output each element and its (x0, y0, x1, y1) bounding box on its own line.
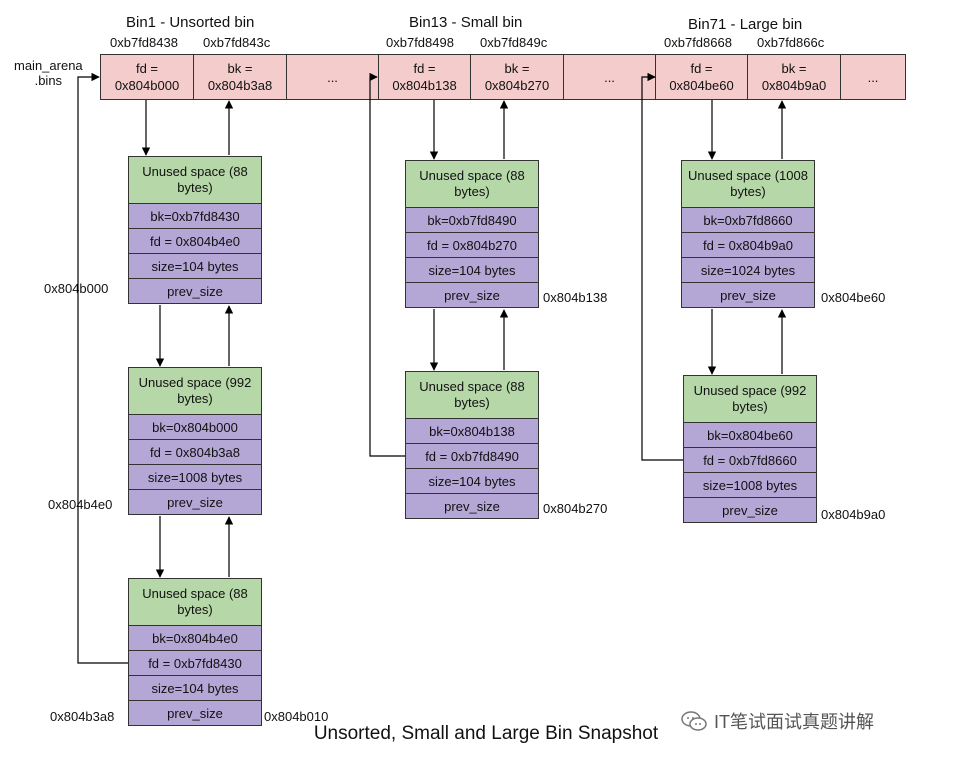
fd-field: fd = 0x804b4e0 (128, 229, 262, 254)
fd-field: fd = 0x804b9a0 (681, 233, 815, 258)
chunk-box: Unused space (88 bytes) bk=0x804b4e0 fd … (128, 578, 262, 726)
bin-cell: fd = 0x804b138 (378, 54, 470, 100)
prev-size-field: prev_size (683, 498, 817, 523)
chunk-address-label: 0x804b138 (543, 290, 608, 305)
bin-cell: ... (840, 54, 906, 100)
chunk-address-label: 0x804b3a8 (50, 709, 115, 724)
chunk-address-label: 0x804b4e0 (48, 497, 113, 512)
chunk-address-label: 0x804b9a0 (821, 507, 886, 522)
main-arena-bins-row: fd = 0x804b000 bk = 0x804b3a8 ... fd = 0x80… (100, 54, 906, 100)
size-field: size=104 bytes (405, 258, 539, 283)
unused-space-cell: Unused space (88 bytes) (405, 371, 539, 419)
bin-addr: 0xb7fd8668 (664, 35, 732, 50)
size-field: size=104 bytes (128, 676, 262, 701)
bk-field: bk=0x804be60 (683, 423, 817, 448)
fd-wrap-arrow (77, 72, 128, 664)
bin-cell-bottom: 0x804b138 (392, 78, 457, 93)
bk-field: bk=0x804b138 (405, 419, 539, 444)
bin-cell: bk = 0x804b9a0 (747, 54, 840, 100)
size-field: size=104 bytes (405, 469, 539, 494)
bin-cell: ... (563, 54, 655, 100)
bin-addr: 0xb7fd8438 (110, 35, 178, 50)
size-field: size=1008 bytes (128, 465, 262, 490)
fd-wrap-arrow (641, 72, 683, 461)
chunk-box: Unused space (88 bytes) bk=0xb7fd8430 fd… (128, 156, 262, 304)
bin71-title: Bin71 - Large bin (688, 16, 803, 33)
bin-addr: 0xb7fd843c (203, 35, 271, 50)
bin-addr: 0xb7fd866c (757, 35, 825, 50)
prev-size-field: prev_size (681, 283, 815, 308)
size-field: size=1024 bytes (681, 258, 815, 283)
prev-size-field: prev_size (405, 283, 539, 308)
bin13-title: Bin13 - Small bin (409, 14, 523, 31)
chat-bubbles-icon (681, 711, 707, 731)
bin-addr: 0xb7fd8498 (386, 35, 454, 50)
watermark-text: IT笔试面试真题讲解 (714, 712, 874, 732)
unused-space-cell: Unused space (88 bytes) (405, 160, 539, 208)
bin-cell-bottom: 0x804b270 (484, 78, 550, 93)
fd-wrap-arrow (369, 72, 405, 457)
bin-cell-top: bk = (781, 61, 807, 76)
bin1-title: Bin1 - Unsorted bin (126, 14, 255, 31)
bin-cell-top: fd = (413, 61, 436, 76)
bin-cell-top: bk = (227, 61, 253, 76)
chunk-box: Unused space (1008 bytes) bk=0xb7fd8660 … (681, 160, 815, 308)
chunk-box: Unused space (88 bytes) bk=0x804b138 fd … (405, 371, 539, 519)
bin-cell: fd = 0x804b000 (100, 54, 193, 100)
unused-space-cell: Unused space (1008 bytes) (681, 160, 815, 208)
diagram-caption: Unsorted, Small and Large Bin Snapshot (313, 723, 659, 744)
chunk-box: Unused space (992 bytes) bk=0x804be60 fd… (683, 375, 817, 523)
chunk-address-label: 0x804b270 (543, 501, 608, 516)
bin-cell-top: ... (604, 69, 615, 85)
bk-field: bk=0x804b4e0 (128, 626, 262, 651)
prev-size-field: prev_size (405, 494, 539, 519)
bin-cell: bk = 0x804b270 (470, 54, 563, 100)
fd-field: fd = 0x804b3a8 (128, 440, 262, 465)
bin-cell-top: ... (867, 69, 879, 85)
unused-space-cell: Unused space (992 bytes) (683, 375, 817, 423)
fd-field: fd = 0xb7fd8490 (405, 444, 539, 469)
size-field: size=1008 bytes (683, 473, 817, 498)
bin-cell: bk = 0x804b3a8 (193, 54, 286, 100)
prev-size-field: prev_size (128, 701, 262, 726)
bin-cell-bottom: 0x804b9a0 (761, 78, 827, 93)
unused-space-cell: Unused space (88 bytes) (128, 156, 262, 204)
fd-field: fd = 0xb7fd8660 (683, 448, 817, 473)
fd-field: fd = 0xb7fd8430 (128, 651, 262, 676)
bin-cell-bottom: 0x804b3a8 (207, 78, 273, 93)
chunk-box: Unused space (88 bytes) bk=0xb7fd8490 fd… (405, 160, 539, 308)
bin-cell-top: bk = (504, 61, 530, 76)
bk-field: bk=0x804b000 (128, 415, 262, 440)
main-arena-bins-label: main_arena .bins (14, 58, 83, 88)
bk-field: bk=0xb7fd8430 (128, 204, 262, 229)
chunk-box: Unused space (992 bytes) bk=0x804b000 fd… (128, 367, 262, 515)
chunk-address-label: 0x804be60 (821, 290, 886, 305)
bk-field: bk=0xb7fd8660 (681, 208, 815, 233)
prev-size-field: prev_size (128, 279, 262, 304)
unused-space-cell: Unused space (88 bytes) (128, 578, 262, 626)
bin-addr: 0xb7fd849c (480, 35, 548, 50)
bin-cell-top: fd = (135, 61, 159, 76)
bin-cell-bottom: 0x804b000 (114, 78, 180, 93)
bin-cell-bottom: 0x804be60 (669, 78, 734, 93)
bk-field: bk=0xb7fd8490 (405, 208, 539, 233)
bin-cell: ... (286, 54, 378, 100)
bin-cell-top: ... (327, 69, 338, 85)
bin-cell-top: fd = (690, 61, 713, 76)
fd-field: fd = 0x804b270 (405, 233, 539, 258)
chunk-address-label: 0x804b000 (44, 281, 109, 296)
size-field: size=104 bytes (128, 254, 262, 279)
prev-size-field: prev_size (128, 490, 262, 515)
chunk-address-label: 0x804b010 (264, 709, 329, 724)
unused-space-cell: Unused space (992 bytes) (128, 367, 262, 415)
watermark: IT笔试面试真题讲解 (680, 708, 874, 734)
